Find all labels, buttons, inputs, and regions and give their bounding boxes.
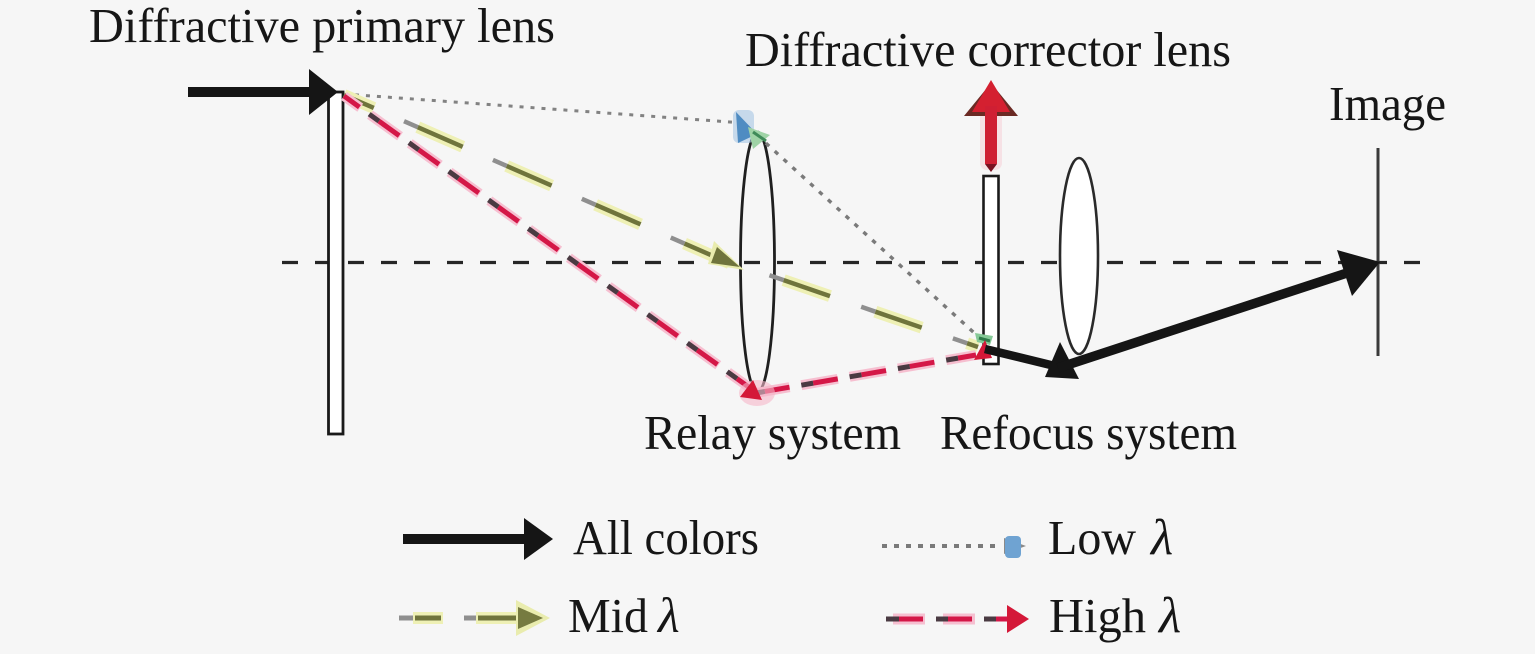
- svg-text:Low: Low: [1048, 510, 1137, 565]
- svg-text:λ: λ: [1157, 588, 1181, 644]
- svg-text:Image: Image: [1329, 76, 1446, 131]
- svg-text:All colors: All colors: [573, 510, 759, 565]
- svg-text:λ: λ: [1149, 510, 1173, 566]
- svg-text:High: High: [1049, 588, 1146, 643]
- svg-text:Diffractive corrector lens: Diffractive corrector lens: [745, 22, 1231, 77]
- svg-text:Mid: Mid: [568, 588, 648, 643]
- svg-text:λ: λ: [656, 587, 680, 643]
- svg-text:Relay system: Relay system: [644, 405, 901, 460]
- svg-text:Diffractive primary lens: Diffractive primary lens: [89, 0, 555, 53]
- svg-text:Refocus system: Refocus system: [940, 405, 1237, 460]
